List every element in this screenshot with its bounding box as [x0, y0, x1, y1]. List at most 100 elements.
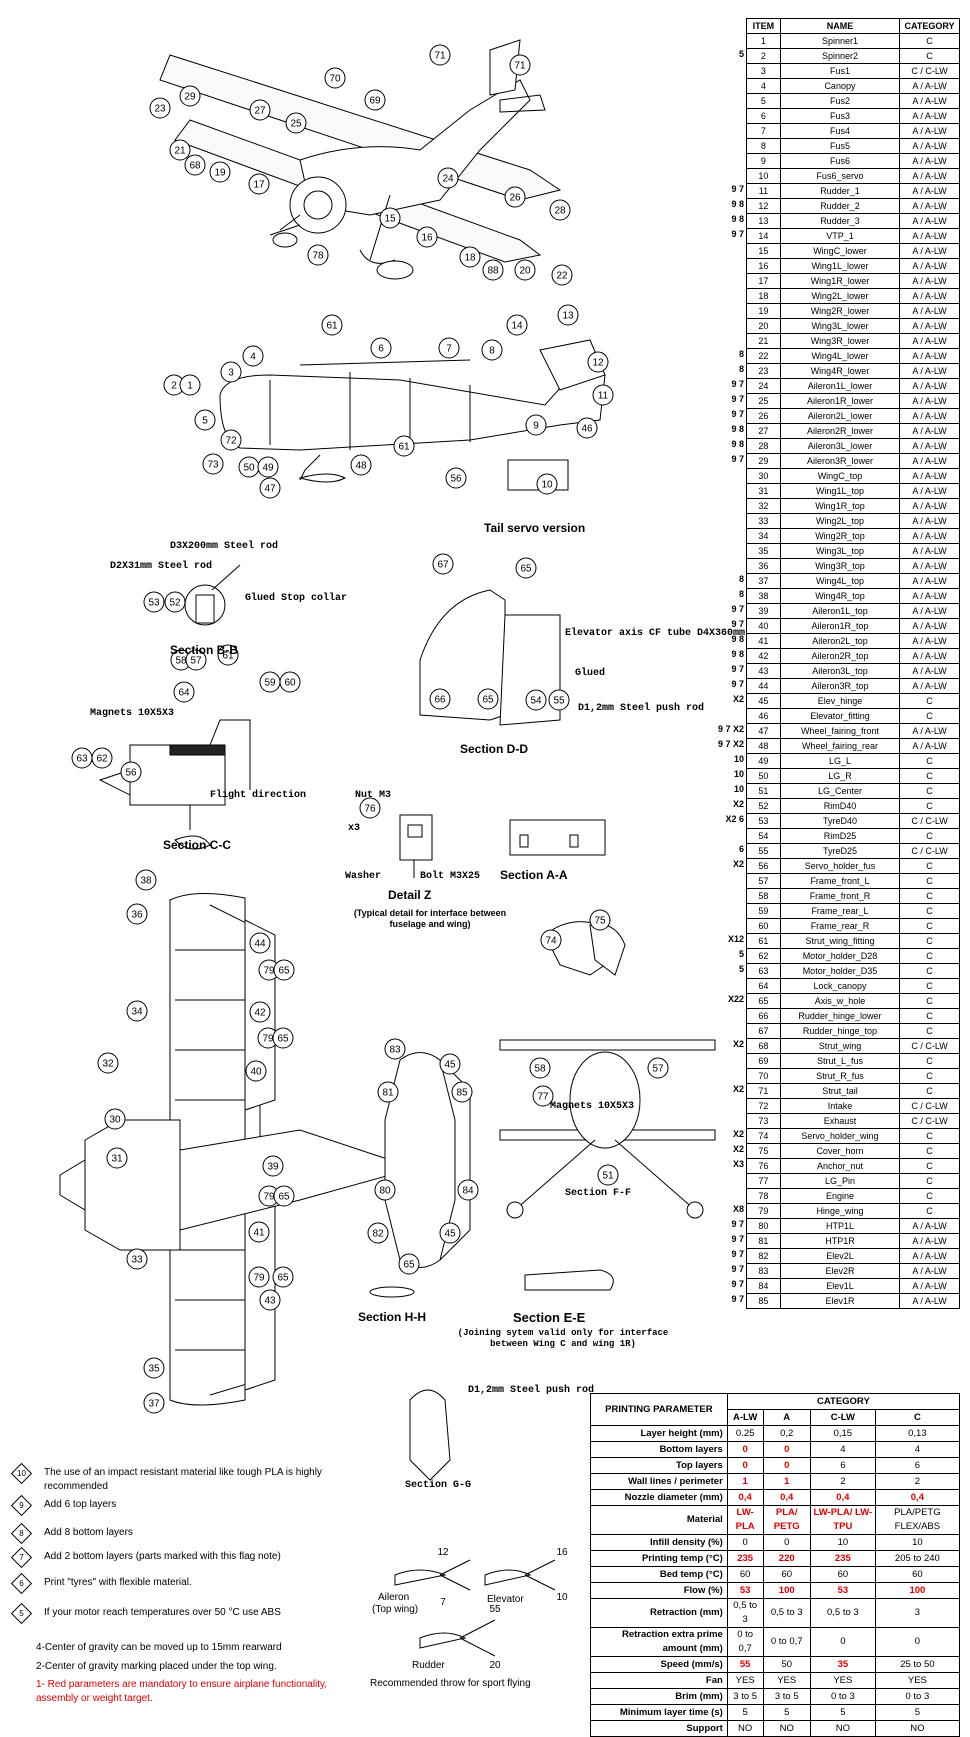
- parts-cell-item: 29: [746, 453, 781, 469]
- parts-cell-name: Elev1L: [779, 1278, 901, 1294]
- callout-number: 77: [537, 1092, 549, 1103]
- parts-cell-cat: A / A-LW: [899, 1263, 960, 1279]
- caption-aileron: Aileron: [378, 1592, 410, 1603]
- caption-section-gg: Section G-G: [405, 1480, 472, 1491]
- callout-number: 88: [487, 266, 499, 277]
- callout-number: 18: [464, 253, 476, 264]
- callout-number: 64: [178, 688, 190, 699]
- params-cell: NO: [762, 1720, 811, 1737]
- callout-bubble: 52: [164, 591, 186, 613]
- callout-bubble: 34: [126, 1000, 148, 1022]
- params-cell: LW-PLA/ LW-TPU: [809, 1505, 876, 1535]
- params-cell: 235: [726, 1550, 764, 1567]
- parts-cell-cat: A / A-LW: [899, 378, 960, 394]
- parts-cell-name: Aileron3R_lower: [779, 453, 901, 469]
- parts-cell-cat: A / A-LW: [899, 453, 960, 469]
- servo-holder-drawing: [544, 921, 626, 976]
- parts-cell-item: 49: [746, 753, 781, 769]
- callout-bubble: 80: [374, 1179, 396, 1201]
- note-text: Add 6 top layers: [44, 1499, 117, 1510]
- parts-cell-name: Fus4: [779, 123, 901, 139]
- callout-number: 80: [379, 1186, 391, 1197]
- parts-cell-cat: A / A-LW: [899, 93, 960, 109]
- parts-cell-item: 24: [746, 378, 781, 394]
- row-flag-mark: 9 8: [731, 649, 744, 659]
- callout-number: 34: [131, 1007, 143, 1018]
- callout-bubble: 69: [364, 89, 386, 111]
- params-col-a: A: [762, 1409, 811, 1426]
- callout-number: 45: [444, 1229, 456, 1240]
- parts-cell-cat: C: [899, 768, 960, 784]
- caption-section-ff: Section F-F: [565, 1188, 632, 1199]
- callout-bubble: 68: [184, 154, 206, 176]
- parts-cell-cat: A / A-LW: [899, 1293, 960, 1309]
- parts-cell-name: Elevator_fitting: [779, 708, 901, 724]
- flag-number: 7: [19, 1553, 24, 1562]
- parts-cell-name: Wing1R_top: [779, 498, 901, 514]
- parts-cell-cat: C: [899, 798, 960, 814]
- callout-bubble: 28: [549, 199, 571, 221]
- parts-cell-name: Wing4L_top: [779, 573, 901, 589]
- callout-number: 66: [434, 695, 446, 706]
- parts-cell-name: Elev1R: [779, 1293, 901, 1309]
- callout-number: 76: [364, 804, 376, 815]
- callout-bubble: 66: [429, 688, 451, 710]
- params-cell: 50: [762, 1656, 811, 1673]
- parts-cell-cat: A / A-LW: [899, 603, 960, 619]
- magnets-ff-label: Magnets 10X5X3: [550, 1101, 634, 1112]
- row-flag-mark: 9 7: [731, 604, 744, 614]
- params-cell: 60: [809, 1566, 876, 1583]
- callout-number: 33: [131, 1255, 143, 1266]
- callout-bubble: 37: [143, 1392, 165, 1414]
- parts-cell-name: Wing3R_lower: [779, 333, 901, 349]
- callout-number: 55: [553, 696, 565, 707]
- params-cell: 0: [726, 1457, 764, 1474]
- params-cell: 6: [809, 1457, 876, 1474]
- flag-number: 6: [19, 1579, 24, 1588]
- parts-cell-item: 28: [746, 438, 781, 454]
- parts-cell-cat: A / A-LW: [899, 243, 960, 259]
- parts-cell-item: 2: [746, 48, 781, 64]
- throw-rudder-up: 55: [489, 1604, 501, 1615]
- parts-cell-name: Aileron1R_lower: [779, 393, 901, 409]
- callout-number: 30: [109, 1115, 121, 1126]
- caption-tail-servo: Tail servo version: [484, 521, 586, 535]
- parts-cell-item: 59: [746, 903, 781, 919]
- callout-number: 10: [541, 480, 553, 491]
- throw-elevator-down: 10: [556, 1592, 568, 1603]
- callout-bubble: 64: [173, 681, 195, 703]
- parts-cell-name: VTP_1: [779, 228, 901, 244]
- parts-cell-cat: C: [899, 1188, 960, 1204]
- parts-cell-item: 21: [746, 333, 781, 349]
- callout-number: 58: [534, 1064, 546, 1075]
- callout-number: 60: [284, 678, 296, 689]
- callout-bubble: 70: [324, 67, 346, 89]
- steel-rod-d2-label: D2X31mm Steel rod: [110, 560, 212, 572]
- flag-number: 10: [17, 1469, 26, 1478]
- parts-cell-item: 16: [746, 258, 781, 274]
- parts-cell-item: 73: [746, 1113, 781, 1129]
- parts-cell-name: Anchor_nut: [779, 1158, 901, 1174]
- parts-cell-cat: A / A-LW: [899, 1233, 960, 1249]
- params-row-name: Infill density (%): [590, 1534, 728, 1551]
- callout-bubble: 56: [445, 467, 467, 489]
- parts-cell-item: 34: [746, 528, 781, 544]
- callout-bubble: 72: [220, 429, 242, 451]
- callout-bubble: 65: [272, 1027, 294, 1049]
- callout-number: 27: [254, 106, 266, 117]
